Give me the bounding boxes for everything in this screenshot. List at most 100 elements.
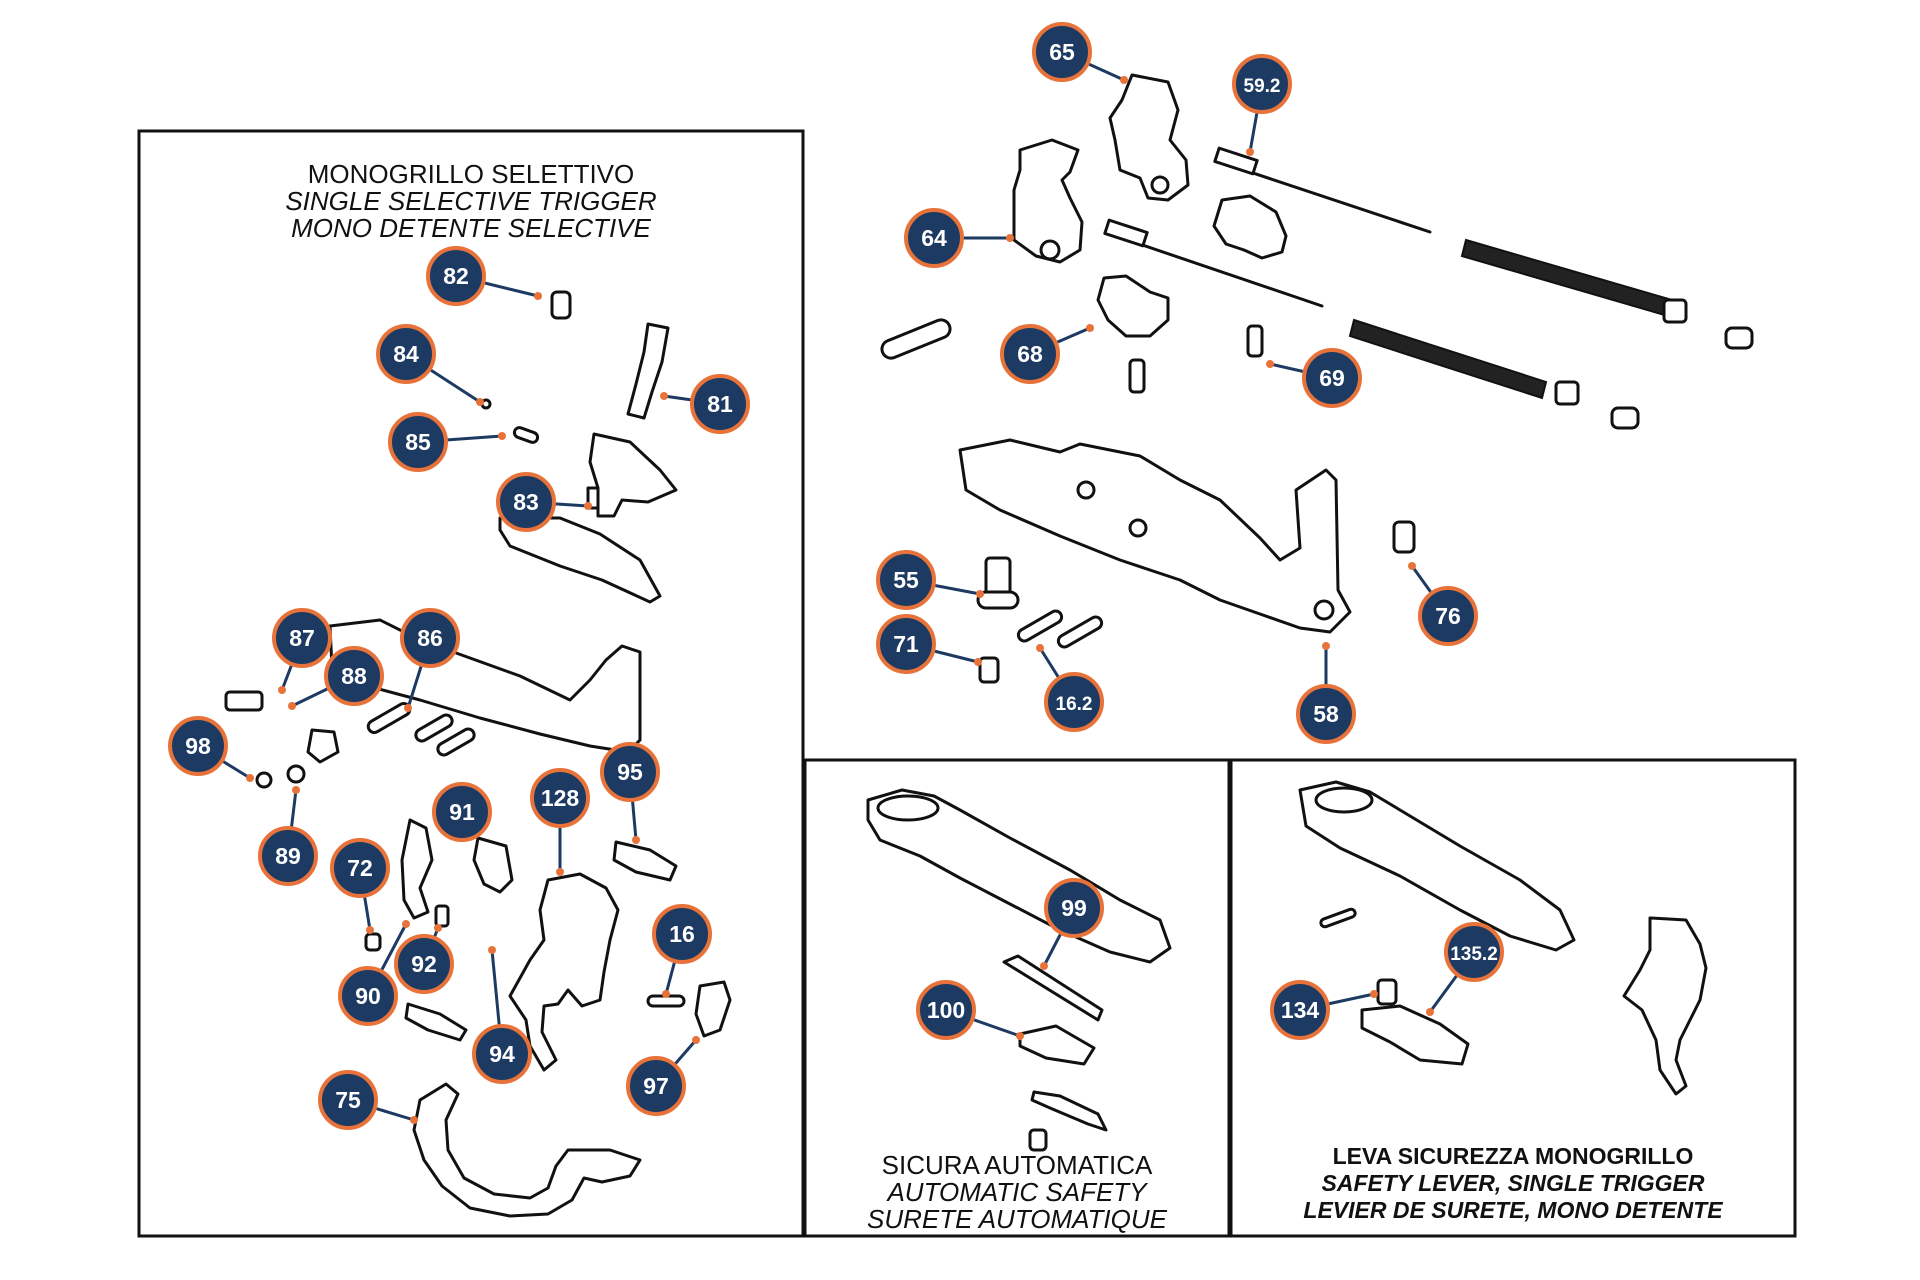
callout-badge <box>1044 672 1104 732</box>
trigger-guard-75 <box>412 1082 642 1218</box>
title-fr-automatic-safety: SURETE AUTOMATIQUE <box>867 1204 1168 1234</box>
callout-16: 16 <box>652 904 712 998</box>
callout-89: 89 <box>258 786 318 886</box>
callout-leader-dot <box>1120 76 1128 84</box>
callout-number: 89 <box>275 843 301 869</box>
callout-100: 100 <box>916 980 1024 1040</box>
callout-leader-dot <box>476 398 484 406</box>
callout-number: 91 <box>449 799 475 825</box>
callout-75: 75 <box>318 1070 418 1130</box>
callout-badge <box>530 768 590 828</box>
trigger-plate-hole-2 <box>1128 518 1148 538</box>
callout-94: 94 <box>472 946 532 1084</box>
trigger-plate-hole-1 <box>1076 480 1096 500</box>
plunger-98 <box>255 771 273 789</box>
callout-65: 65 <box>1032 22 1128 84</box>
pin-16-2-b <box>1056 615 1104 649</box>
callout-98: 98 <box>168 716 254 782</box>
sear-upper <box>1212 194 1288 260</box>
callout-badge <box>904 208 964 268</box>
hammer-65 <box>1108 73 1190 202</box>
callout-number: 99 <box>1061 895 1087 921</box>
callout-leader-dot <box>1266 360 1274 368</box>
callout-leader-dot <box>692 1036 700 1044</box>
callout-number: 83 <box>513 489 539 515</box>
callout-number: 135.2 <box>1450 944 1498 965</box>
callout-number: 134 <box>1281 997 1320 1023</box>
callout-55: 55 <box>876 550 984 610</box>
callout-leader-dot <box>1322 642 1330 650</box>
callout-badge <box>1232 54 1292 114</box>
callout-leader-dot <box>410 1116 418 1124</box>
callout-number: 87 <box>289 625 315 651</box>
trigger-group-assembly-art <box>880 73 1754 684</box>
panel-automatic-safety <box>803 758 1231 1238</box>
callout-badge <box>394 934 454 994</box>
hammer-65-pivot <box>1150 175 1170 195</box>
block-91 <box>472 836 514 894</box>
callout-71: 71 <box>876 614 982 674</box>
callout-badge <box>1000 324 1060 384</box>
screw-71 <box>978 656 1000 684</box>
callout-97: 97 <box>626 1036 700 1116</box>
titles-automatic-safety: SICURA AUTOMATICA AUTOMATIC SAFETY SURET… <box>867 1150 1168 1234</box>
callout-leader-dot <box>534 292 542 300</box>
callout-58: 58 <box>1296 642 1356 744</box>
callout-leader-dot <box>976 590 984 598</box>
callout-badge <box>272 608 332 668</box>
spring-cap-lower <box>1610 406 1640 430</box>
spring-automatic-safety <box>1030 1090 1108 1132</box>
callout-badge <box>318 1070 378 1130</box>
callout-number: 59.2 <box>1244 76 1281 97</box>
callout-badge <box>258 826 318 886</box>
callout-88: 88 <box>288 646 384 710</box>
callout-number: 84 <box>393 341 419 367</box>
trigger-128 <box>508 872 620 1072</box>
callout-128: 128 <box>530 768 590 876</box>
callout-leader-dot <box>246 774 254 782</box>
callout-number: 97 <box>643 1073 669 1099</box>
callout-leader-dot <box>1408 562 1416 570</box>
top-tang-lever-hole <box>1314 786 1374 814</box>
spring-85 <box>512 426 540 444</box>
callout-badge <box>432 782 492 842</box>
title-fr-safety-lever: LEVIER DE SURETE, MONO DETENTE <box>1303 1197 1723 1223</box>
callout-leader-dot <box>278 686 286 694</box>
rod-collar-upper <box>1213 146 1259 176</box>
callout-badge <box>330 838 390 898</box>
callout-leader-dot <box>292 786 300 794</box>
title-en-automatic-safety: AUTOMATIC SAFETY <box>885 1177 1148 1207</box>
callout-number: 85 <box>405 429 431 455</box>
callout-leader-dot <box>402 920 410 928</box>
callout-leader-dot <box>1040 962 1048 970</box>
callout-badge <box>1302 348 1362 408</box>
pin-86-c <box>436 727 476 757</box>
callout-badge <box>376 324 436 384</box>
tang-83 <box>498 516 662 604</box>
callout-number: 90 <box>355 983 381 1009</box>
callout-badge <box>1444 922 1504 982</box>
hammer-64-pivot <box>1039 239 1061 261</box>
callout-number: 16.2 <box>1056 694 1093 715</box>
part-89-body <box>306 728 340 764</box>
callout-leader-dot <box>1370 990 1378 998</box>
trigger-plate-hole-3 <box>1313 599 1335 621</box>
callout-92: 92 <box>394 924 454 994</box>
callout-badge <box>600 742 660 802</box>
lever-94-lower <box>404 1002 468 1042</box>
callout-82: 82 <box>426 246 542 306</box>
callout-badge <box>690 374 750 434</box>
plate-100 <box>1018 1024 1096 1066</box>
callout-86: 86 <box>400 608 460 712</box>
callout-badge <box>876 614 936 674</box>
single-trigger-art <box>224 290 732 1218</box>
spring-cap-upper <box>1724 326 1754 350</box>
rod-collar-lower <box>1103 218 1149 248</box>
spring-plug-upper <box>1662 298 1688 324</box>
callout-number: 100 <box>927 997 965 1023</box>
trigger-assembly-lever-panel <box>1622 916 1708 1096</box>
callout-91: 91 <box>432 782 492 842</box>
callout-number: 69 <box>1319 365 1345 391</box>
spring-plug-lower <box>1554 380 1580 406</box>
